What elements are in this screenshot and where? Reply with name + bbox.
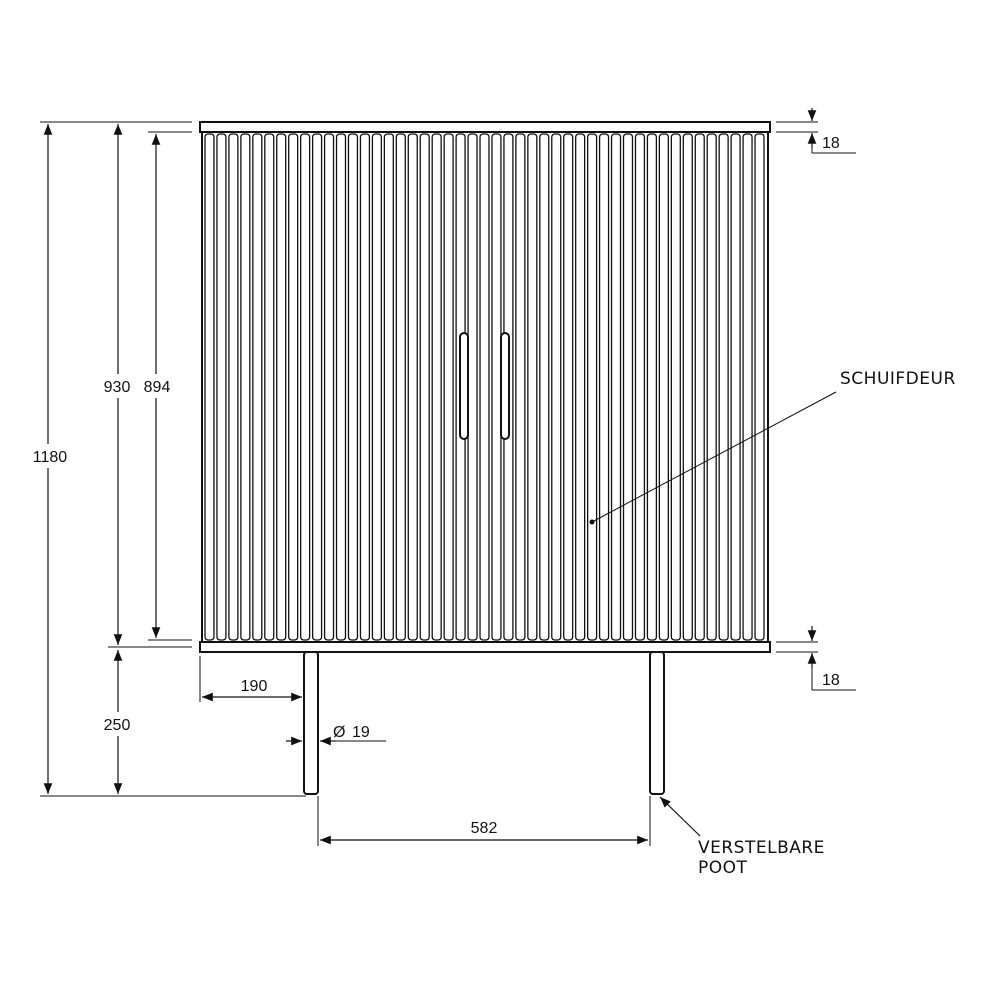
- dimension-bottom-panel: 18: [776, 626, 856, 691]
- door-slat: [311, 133, 323, 641]
- door-slat: [682, 133, 693, 641]
- door-slat: [515, 133, 526, 641]
- callout-adjustable-leg-line2: POOT: [698, 858, 748, 878]
- door-slat: [359, 133, 371, 641]
- door-slat: [383, 133, 394, 641]
- door-slat: [264, 133, 275, 641]
- dimension-label-18-bottom: 18: [822, 672, 840, 689]
- sliding-door-slats: [204, 133, 765, 641]
- door-slat: [694, 133, 705, 641]
- bottom-panel: [199, 641, 771, 653]
- callout-sliding-door-label: SCHUIFDEUR: [840, 369, 956, 389]
- dimension-label-18-top: 18: [822, 135, 840, 152]
- callout-sliding-door: SCHUIFDEUR: [589, 369, 956, 525]
- door-slat: [586, 133, 598, 641]
- door-slat: [563, 133, 574, 641]
- dimension-label-894: 894: [144, 379, 171, 396]
- dimension-door-height: 894: [138, 131, 192, 641]
- dimension-leg-offset: 190: [199, 656, 302, 702]
- door-slat: [730, 133, 741, 641]
- door-slat: [670, 133, 681, 641]
- leg-left: [303, 651, 319, 795]
- door-slat: [658, 133, 669, 641]
- door-slat: [216, 133, 227, 641]
- callout-adjustable-leg-line1: VERSTELBARE: [698, 838, 825, 858]
- door-slat: [491, 133, 502, 641]
- top-panel: [199, 121, 771, 133]
- dimension-label-250: 250: [104, 717, 131, 734]
- door-slat: [706, 133, 717, 641]
- door-slat: [252, 133, 263, 641]
- door-slat: [300, 133, 311, 641]
- door-slat: [527, 133, 538, 641]
- door-slat: [395, 133, 406, 641]
- dimension-total-height: 1180: [28, 121, 306, 797]
- door-slat: [204, 133, 215, 641]
- door-slat: [718, 133, 729, 641]
- door-slat: [622, 133, 634, 641]
- door-slat: [276, 133, 287, 641]
- door-slat: [335, 133, 347, 641]
- door-slat: [443, 133, 454, 641]
- callout-adjustable-leg: VERSTELBARE POOT: [659, 796, 825, 878]
- door-slat: [479, 133, 490, 641]
- dimension-leg-spacing: 582: [317, 796, 651, 846]
- door-slat: [646, 133, 658, 641]
- dimension-label-1180: 1180: [33, 449, 68, 466]
- door-slat: [598, 133, 610, 641]
- dimension-label-582: 582: [471, 820, 498, 837]
- dimension-diameter-symbol: Ø: [333, 724, 345, 741]
- door-slat: [754, 133, 765, 641]
- door-slat: [419, 133, 430, 641]
- door-slat: [539, 133, 550, 641]
- dimension-label-190: 190: [241, 678, 268, 695]
- door-slat: [634, 133, 646, 641]
- door-handle-left: [459, 332, 469, 440]
- dimension-label-19: 19: [352, 724, 370, 741]
- door-slat: [347, 133, 359, 641]
- leg-right: [649, 651, 665, 795]
- door-slat: [240, 133, 251, 641]
- door-slat: [467, 133, 478, 641]
- door-slat: [288, 133, 299, 641]
- dimension-leg-height: 250: [98, 650, 136, 794]
- door-slat: [407, 133, 418, 641]
- door-slat: [323, 133, 335, 641]
- door-slat: [610, 133, 622, 641]
- dimension-label-930: 930: [104, 379, 131, 396]
- door-slat: [742, 133, 753, 641]
- door-handle-right: [500, 332, 510, 440]
- door-slat: [371, 133, 383, 641]
- door-slat: [431, 133, 442, 641]
- dimension-body-height: 930: [98, 124, 192, 648]
- cabinet-body: [201, 132, 769, 642]
- dimension-top-panel: 18: [776, 108, 856, 154]
- door-slat: [228, 133, 239, 641]
- door-slat: [551, 133, 562, 641]
- door-slat: [575, 133, 586, 641]
- dimension-leg-diameter: Ø 19: [286, 724, 386, 746]
